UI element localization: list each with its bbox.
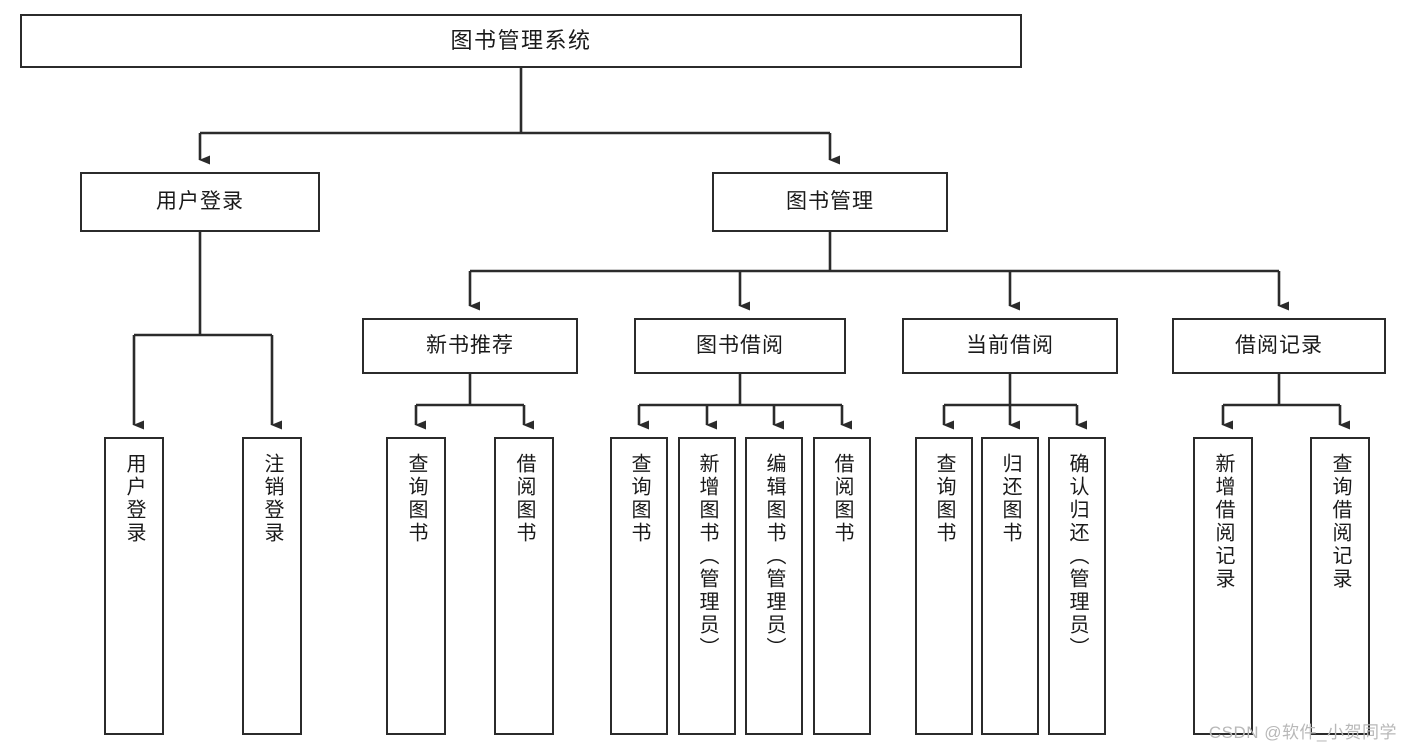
node-label: 编辑图书（管理员）: [763, 453, 785, 660]
node-leaf-confirm-return-admin[interactable]: 确认归还（管理员）: [1048, 437, 1106, 735]
node-leaf-query-book-2[interactable]: 查询图书: [610, 437, 668, 735]
node-label: 用户登录: [123, 453, 145, 545]
node-label: 归还图书: [999, 453, 1021, 545]
node-leaf-query-book-1[interactable]: 查询图书: [386, 437, 446, 735]
node-book-borrow[interactable]: 图书借阅: [634, 318, 846, 374]
node-leaf-add-borrow-record[interactable]: 新增借阅记录: [1193, 437, 1253, 735]
node-label: 图书管理系统: [450, 28, 592, 54]
csdn-watermark: CSDN @软件_小贺同学: [1208, 723, 1397, 742]
node-current-borrow[interactable]: 当前借阅: [902, 318, 1118, 374]
node-label: 查询图书: [933, 453, 955, 545]
node-leaf-borrow-book-2[interactable]: 借阅图书: [813, 437, 871, 735]
node-new-book-recommend[interactable]: 新书推荐: [362, 318, 578, 374]
node-leaf-return-book[interactable]: 归还图书: [981, 437, 1039, 735]
node-label: 查询图书: [405, 453, 427, 545]
node-leaf-logout-login[interactable]: 注销登录: [242, 437, 302, 735]
node-label: 图书管理: [786, 189, 874, 213]
node-label: 借阅图书: [513, 453, 535, 545]
node-label: 当前借阅: [966, 333, 1054, 357]
node-leaf-borrow-book-1[interactable]: 借阅图书: [494, 437, 554, 735]
node-label: 用户登录: [156, 189, 244, 213]
node-root-book-management-system[interactable]: 图书管理系统: [20, 14, 1022, 68]
node-leaf-add-book-admin[interactable]: 新增图书（管理员）: [678, 437, 736, 735]
node-borrow-record[interactable]: 借阅记录: [1172, 318, 1386, 374]
node-label: 注销登录: [261, 453, 283, 545]
node-label: 查询借阅记录: [1329, 453, 1351, 591]
node-leaf-edit-book-admin[interactable]: 编辑图书（管理员）: [745, 437, 803, 735]
node-label: 新增借阅记录: [1212, 453, 1234, 591]
node-label: 查询图书: [628, 453, 650, 545]
node-label: 新增图书（管理员）: [696, 453, 718, 660]
node-label: 借阅图书: [831, 453, 853, 545]
node-user-login[interactable]: 用户登录: [80, 172, 320, 232]
node-label: 确认归还（管理员）: [1066, 453, 1088, 660]
node-label: 新书推荐: [426, 333, 514, 357]
node-leaf-query-borrow-record[interactable]: 查询借阅记录: [1310, 437, 1370, 735]
node-leaf-query-book-3[interactable]: 查询图书: [915, 437, 973, 735]
node-label: 图书借阅: [696, 333, 784, 357]
node-leaf-user-login[interactable]: 用户登录: [104, 437, 164, 735]
node-label: 借阅记录: [1235, 333, 1323, 357]
node-book-management[interactable]: 图书管理: [712, 172, 948, 232]
